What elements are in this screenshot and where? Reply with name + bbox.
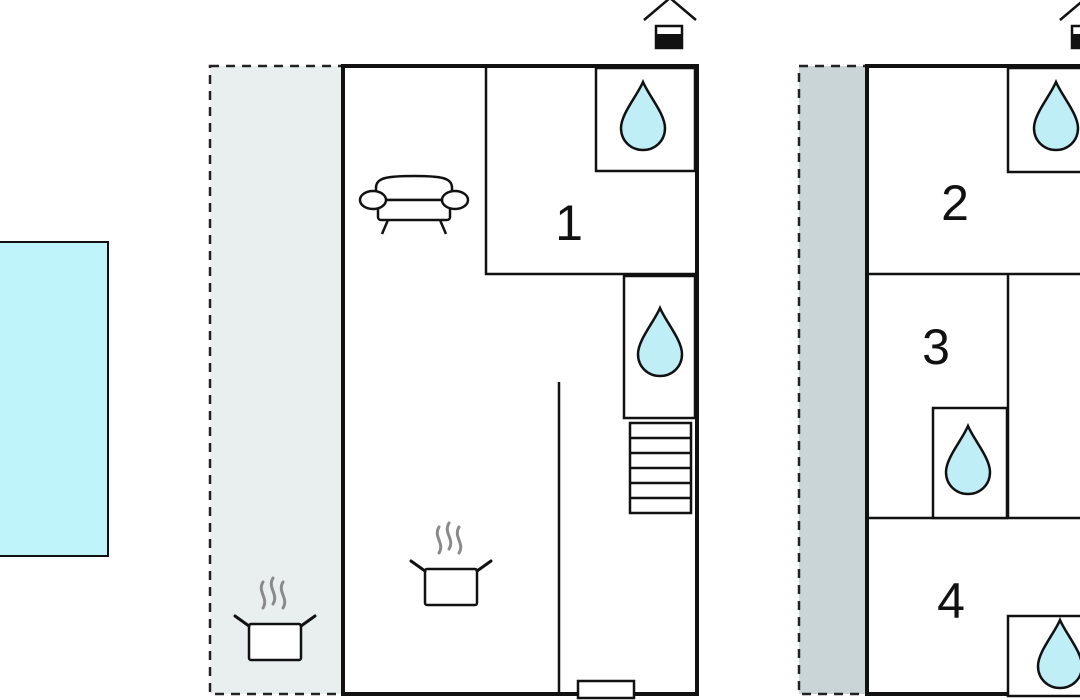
terrace-upper-floor xyxy=(797,64,869,696)
room-number-3: 3 xyxy=(922,319,950,375)
room-1-walls xyxy=(484,66,697,276)
room-number-2: 2 xyxy=(941,175,969,231)
house-entrance-icon xyxy=(1058,0,1080,50)
stairs-icon xyxy=(628,421,693,515)
sofa-icon xyxy=(358,174,470,235)
door-icon xyxy=(576,679,636,700)
room-number-4: 4 xyxy=(937,573,965,629)
pool xyxy=(0,241,109,557)
house-entrance-icon xyxy=(642,0,698,50)
room-number-1: 1 xyxy=(555,195,583,251)
terrace-ground-floor xyxy=(208,64,345,696)
